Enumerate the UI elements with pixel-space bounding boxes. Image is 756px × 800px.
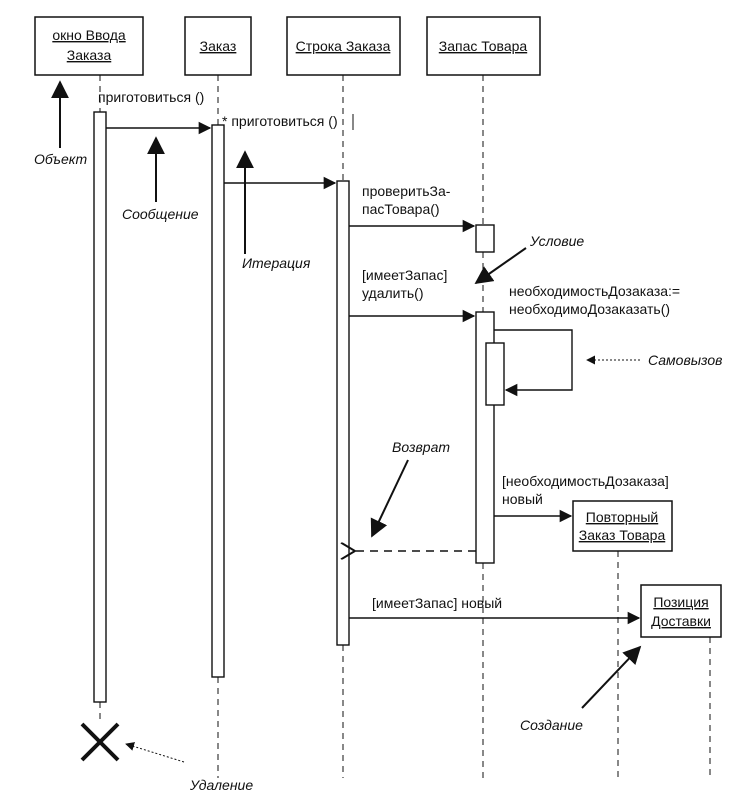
ann-self-call: Самовызов bbox=[648, 352, 723, 368]
object-order-entry-window-line1: окно Ввода bbox=[52, 27, 126, 43]
ann-creation: Создание bbox=[520, 717, 583, 733]
object-order-line-label: Строка Заказа bbox=[296, 38, 391, 54]
object-delivery-item-line2: Доставки bbox=[651, 613, 711, 629]
message-arrows bbox=[106, 121, 641, 625]
ann-condition: Условие bbox=[529, 233, 584, 249]
ann-deletion: Удаление bbox=[189, 777, 253, 793]
object-delivery-item: Позиция Доставки bbox=[640, 584, 722, 638]
object-delivery-item-line1: Позиция bbox=[653, 594, 708, 610]
ann-object: Объект bbox=[34, 151, 88, 167]
object-order-label: Заказ bbox=[200, 38, 237, 54]
ann-message: Сообщение bbox=[122, 206, 199, 222]
msg-iter-prepare: * приготовиться () bbox=[222, 113, 338, 129]
msg-check-line2: пасТовара() bbox=[362, 201, 440, 217]
object-order-line: Строка Заказа bbox=[286, 16, 401, 76]
msg-has-stock-line1: [имеетЗапас] bbox=[362, 267, 447, 283]
msg-need-reorder-line1: [необходимостьДозаказа] bbox=[502, 473, 669, 489]
msg-need-reorder-line2: новый bbox=[502, 491, 543, 507]
annotation-arrows bbox=[51, 80, 642, 763]
object-stock-item-label: Запас Товара bbox=[439, 38, 528, 54]
msg-prepare: приготовиться () bbox=[98, 89, 204, 105]
object-reorder-item-line2: Заказ Товара bbox=[579, 527, 666, 543]
msg-has-stock-new: [имеетЗапас] новый bbox=[372, 595, 502, 611]
object-order: Заказ bbox=[184, 16, 252, 76]
object-order-entry-window: окно Ввода Заказа bbox=[34, 16, 144, 76]
msg-check-line1: проверитьЗа- bbox=[362, 183, 451, 199]
activations bbox=[93, 111, 505, 703]
msg-need-line1: необходимостьДозаказа:= bbox=[509, 283, 680, 299]
ann-return: Возврат bbox=[392, 439, 450, 455]
object-reorder-item: Повторный Заказ Товара bbox=[572, 500, 673, 552]
msg-has-stock-line2: удалить() bbox=[362, 285, 424, 301]
lifelines bbox=[99, 75, 711, 778]
object-reorder-item-line1: Повторный bbox=[586, 509, 658, 525]
deletion-mark-icon bbox=[80, 722, 120, 762]
object-stock-item: Запас Товара bbox=[426, 16, 541, 76]
ann-iteration: Итерация bbox=[242, 255, 311, 271]
object-order-entry-window-line2: Заказа bbox=[67, 47, 112, 63]
msg-need-line2: необходимоДозаказать() bbox=[509, 301, 670, 317]
